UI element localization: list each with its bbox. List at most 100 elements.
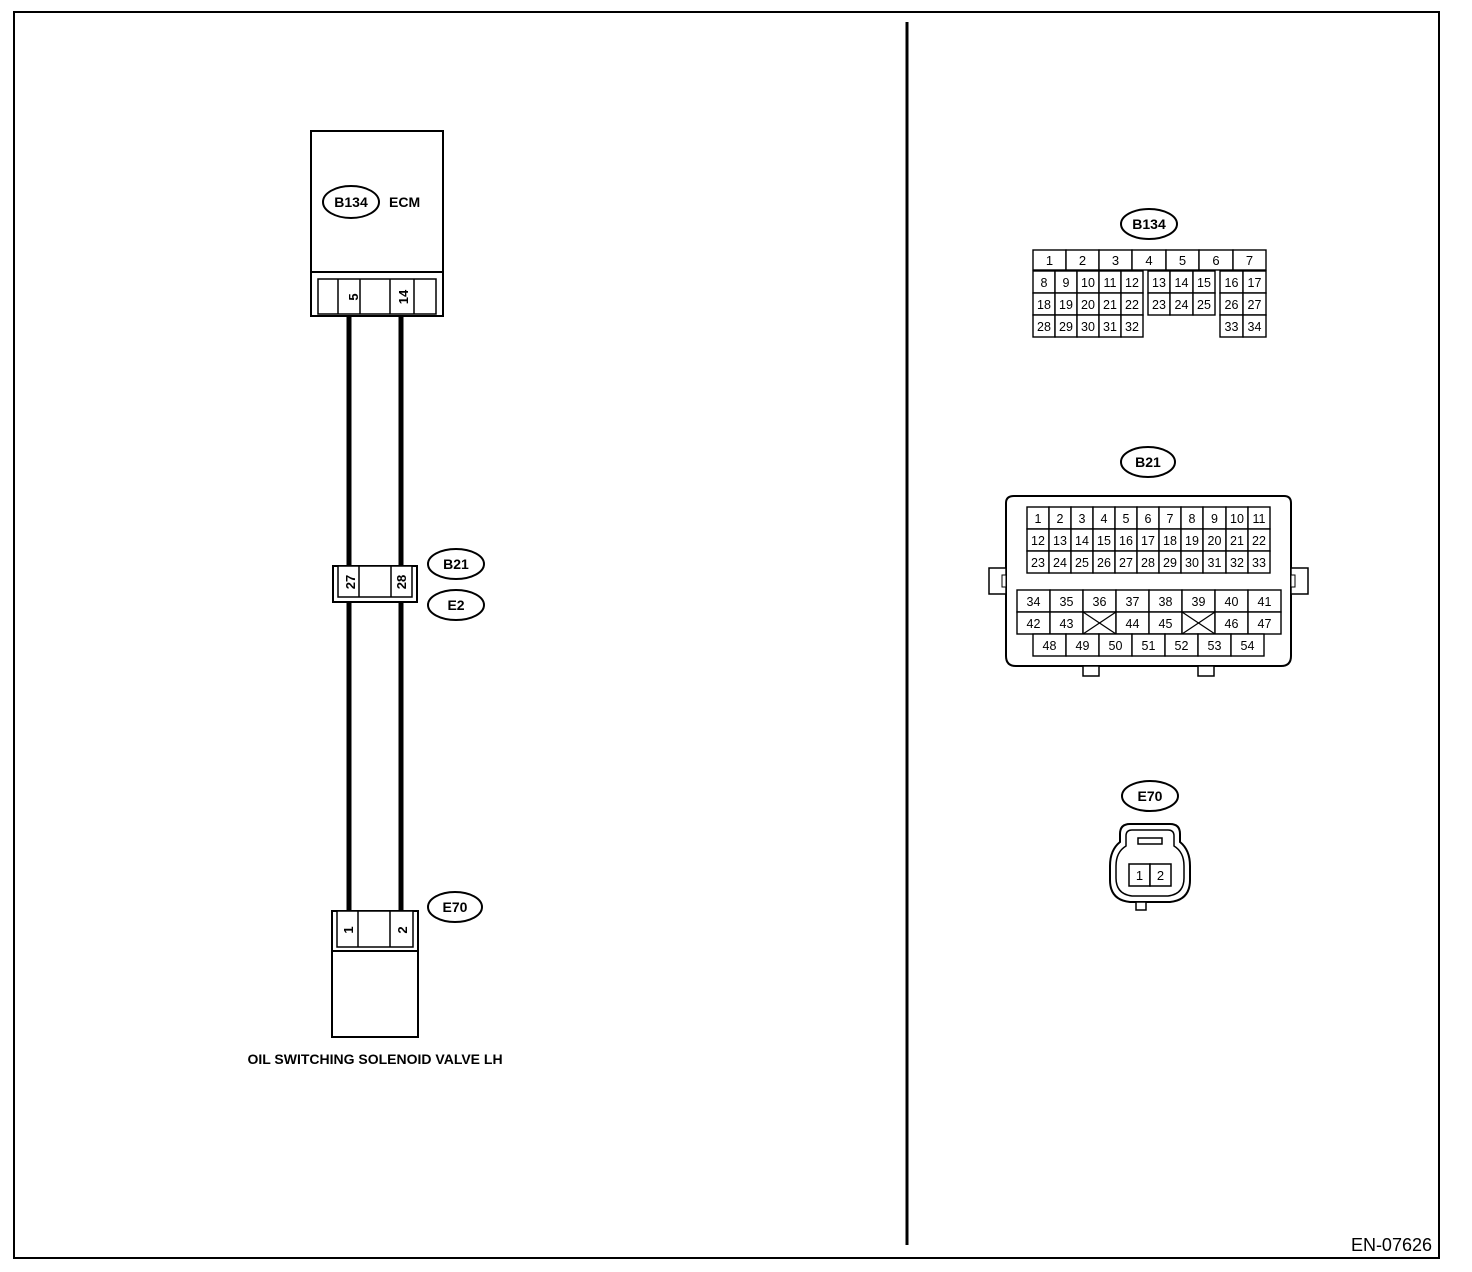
b134-pin-20: 20 (1081, 298, 1095, 312)
b21-pin-45: 45 (1159, 617, 1173, 631)
face-e70-badge (1121, 780, 1179, 812)
b21-pin-54-cell (1230, 633, 1265, 657)
valve-connector-id: E70 (443, 899, 468, 915)
ecm-connector-badge (322, 185, 380, 219)
b21-pin-7: 7 (1167, 512, 1174, 526)
b134-pin-34: 34 (1248, 320, 1262, 334)
face-b134-label: B134 (1132, 216, 1166, 232)
b134-pin-12: 12 (1125, 276, 1139, 290)
b134-pin-25-cell (1192, 292, 1216, 316)
b21-pin-16: 16 (1119, 534, 1133, 548)
b21-pin-38: 38 (1159, 595, 1173, 609)
inline-b21-id: B21 (443, 556, 469, 572)
b21-pin-6: 6 (1145, 512, 1152, 526)
b134-pin-1: 1 (1046, 253, 1053, 268)
diagram-frame (13, 11, 1440, 1259)
b134-pin-29: 29 (1059, 320, 1073, 334)
b134-pin-31: 31 (1103, 320, 1117, 334)
b21-pin-28: 28 (1141, 556, 1155, 570)
b21-pin-24: 24 (1053, 556, 1067, 570)
b134-pin-7: 7 (1246, 253, 1253, 268)
b21-pin-25: 25 (1075, 556, 1089, 570)
face-b21-label: B21 (1135, 454, 1161, 470)
b134-pin-25: 25 (1197, 298, 1211, 312)
inline-b21-badge (427, 548, 485, 580)
b21-pin-30: 30 (1185, 556, 1199, 570)
b21-pin-2: 2 (1057, 512, 1064, 526)
b21-pin-41: 41 (1258, 595, 1272, 609)
b134-pin-28: 28 (1037, 320, 1051, 334)
figure-code: EN-07626 (1351, 1235, 1432, 1255)
b21-pin-20: 20 (1208, 534, 1222, 548)
b21-pin-50: 50 (1109, 639, 1123, 653)
valve-label: OIL SWITCHING SOLENOID VALVE LH (247, 1051, 502, 1067)
b21-pin-5: 5 (1123, 512, 1130, 526)
inline-e2-badge (427, 589, 485, 621)
b134-pin-13: 13 (1152, 276, 1166, 290)
b21-pin-13: 13 (1053, 534, 1067, 548)
inline-e2-id: E2 (447, 597, 464, 613)
b134-pin-9: 9 (1063, 276, 1070, 290)
b21-pin-53: 53 (1208, 639, 1222, 653)
b21-pin-48: 48 (1043, 639, 1057, 653)
face-b134-badge (1120, 208, 1178, 240)
b134-pin-30: 30 (1081, 320, 1095, 334)
valve-block: 1 2 E70 OIL SWITCHING SOLENOID VALVE LH (247, 891, 503, 1067)
b134-pin-7-cell (1232, 249, 1267, 271)
face-b21-badge (1120, 446, 1176, 478)
b21-pin-36: 36 (1093, 595, 1107, 609)
b134-pin-15: 15 (1197, 276, 1211, 290)
b134-pin-3: 3 (1112, 253, 1119, 268)
b21-pin-34: 34 (1027, 595, 1041, 609)
b21-pin-37: 37 (1126, 595, 1140, 609)
b134-pin-17: 17 (1248, 276, 1262, 290)
b21-pin-42: 42 (1027, 617, 1041, 631)
ecm-connector-id: B134 (334, 194, 368, 210)
b134-pin-34-cell (1242, 314, 1267, 338)
b21-pin-3: 3 (1079, 512, 1086, 526)
b21-pin-49: 49 (1076, 639, 1090, 653)
b21-pin-8: 8 (1189, 512, 1196, 526)
b134-pin-32-cell (1120, 314, 1144, 338)
b134-pin-11: 11 (1104, 276, 1117, 290)
b134-pin-24: 24 (1175, 298, 1189, 312)
e70-pin-2: 2 (1157, 868, 1164, 883)
b134-pin-26: 26 (1225, 298, 1239, 312)
b21-pin-35: 35 (1060, 595, 1074, 609)
b134-pin-8: 8 (1041, 276, 1048, 290)
b134-pin-23: 23 (1152, 298, 1166, 312)
b21-pin-14: 14 (1075, 534, 1089, 548)
b21-pin-47: 47 (1258, 617, 1272, 631)
b21-pin-4: 4 (1101, 512, 1108, 526)
b21-pin-52: 52 (1175, 639, 1189, 653)
e70-pin-cell-2 (1149, 863, 1172, 887)
b21-pin-33-cell (1247, 550, 1271, 574)
b21-pin-29: 29 (1163, 556, 1177, 570)
b134-pin-33: 33 (1225, 320, 1239, 334)
b21-pin-19: 19 (1185, 534, 1199, 548)
b134-pin-22: 22 (1125, 298, 1139, 312)
b21-pin-23: 23 (1031, 556, 1045, 570)
ecm-pin-14: 14 (396, 289, 411, 304)
b21-pin-46: 46 (1225, 617, 1239, 631)
b134-pin-27: 27 (1248, 298, 1262, 312)
b21-pin-27: 27 (1119, 556, 1133, 570)
inline-connector-b21-e2: 27 28 B21 E2 (332, 548, 485, 621)
b134-pin-19: 19 (1059, 298, 1073, 312)
b21-pin-17: 17 (1141, 534, 1155, 548)
face-e70: E70 1 2 (1109, 780, 1191, 911)
face-e70-label: E70 (1138, 788, 1163, 804)
unused-cavity-mark (1181, 611, 1216, 635)
b21-pin-40: 40 (1225, 595, 1239, 609)
b21-pin-44: 44 (1126, 617, 1140, 631)
b134-pin-16: 16 (1225, 276, 1239, 290)
ecm-block: B134 ECM 5 14 (310, 130, 444, 317)
b21-pin-12: 12 (1031, 534, 1045, 548)
b21-pin-51: 51 (1142, 639, 1156, 653)
b134-pin-5: 5 (1179, 253, 1186, 268)
e70-pin-1: 1 (1136, 868, 1143, 883)
b21-pin-9: 9 (1211, 512, 1218, 526)
ecm-label: ECM (389, 194, 420, 210)
